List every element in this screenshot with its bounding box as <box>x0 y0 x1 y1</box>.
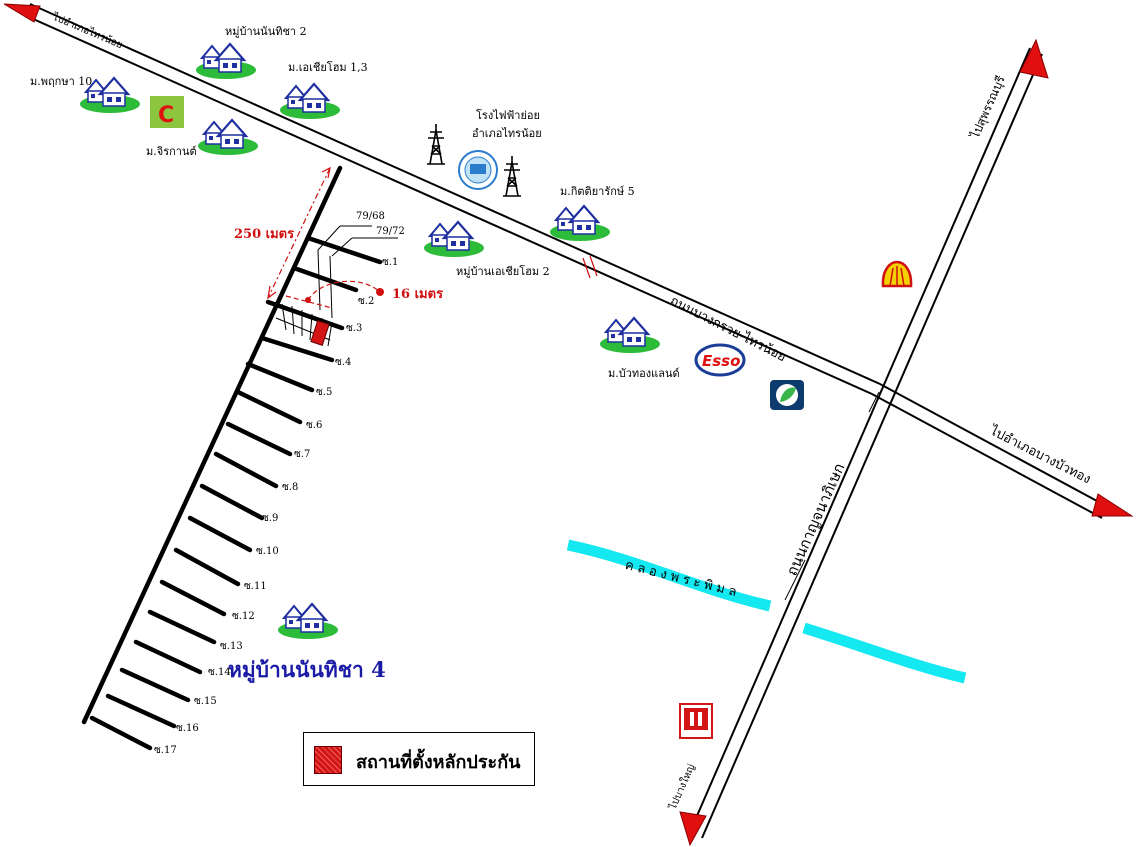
label-distance-250m: 250 เมตร <box>234 227 295 242</box>
arrow-to-suphanburi <box>1019 38 1049 79</box>
arrow-to-sai-noi <box>3 3 41 23</box>
house-icon <box>196 118 260 157</box>
road-kanchanaphisek <box>689 47 1043 839</box>
house-icon <box>422 220 486 259</box>
legend: สถานที่ตั้งหลักประกัน <box>303 732 535 786</box>
road-bang-kruai-sai-noi <box>21 3 1111 519</box>
collateral-plot <box>310 320 330 346</box>
soi-label: ซ.16 <box>176 723 199 734</box>
house-icon <box>276 602 340 641</box>
arrow-to-bang-yai <box>679 811 707 847</box>
power-tower-icon <box>426 123 446 165</box>
legend-label: สถานที่ตั้งหลักประกัน <box>356 752 521 773</box>
label-village-jiranan: ม.จิรกานต์ <box>146 145 197 158</box>
soi-label: ซ.13 <box>220 641 243 652</box>
soi-label: ซ.5 <box>316 387 333 398</box>
soi-label: ซ.9 <box>262 513 279 524</box>
soi-label: ซ.6 <box>306 420 323 431</box>
canal-phra-phimon <box>566 539 772 612</box>
svg-text:C: C <box>158 103 174 128</box>
soi-label: ซ.1 <box>382 257 399 268</box>
label-village-asia-home-13: ม.เอเชียโฮม 1,3 <box>288 61 368 74</box>
label-distance-16m: 16 เมตร <box>392 287 444 302</box>
label-house-no-1: 79/68 <box>356 211 385 222</box>
gas-station-logo-icon <box>770 380 804 410</box>
soi-label: ซ.15 <box>194 696 217 707</box>
legend-swatch <box>314 746 342 774</box>
dimension-16m <box>285 280 381 309</box>
soi-label: ซ.12 <box>232 611 255 622</box>
esso-logo-icon: Esso <box>694 343 746 377</box>
soi-label: ซ.2 <box>358 296 375 307</box>
soi-label: ซ.14 <box>208 667 231 678</box>
label-village-bua-thong-land: ม.บัวทองแลนด์ <box>608 367 680 380</box>
soi-label: ซ.7 <box>294 449 311 460</box>
label-power-plant-1: โรงไฟฟ้าย่อย <box>476 109 540 122</box>
soi-label: ซ.10 <box>256 546 279 557</box>
house-icon <box>194 42 258 81</box>
label-house-no-2: 79/72 <box>376 226 405 237</box>
soi-label: ซ.11 <box>244 581 267 592</box>
soi-label: ซ.8 <box>282 482 299 493</box>
svg-text:Esso: Esso <box>702 352 740 370</box>
house-icon <box>598 316 662 355</box>
house-icon <box>548 204 612 243</box>
label-power-plant-2: อำเภอไทรน้อย <box>472 127 542 140</box>
soi-label: ซ.17 <box>154 745 177 756</box>
label-village-nanticha-2: หมู่บ้านนันทิชา 2 <box>225 25 307 38</box>
store-logo-icon: C <box>150 96 184 128</box>
house-icon <box>278 82 342 121</box>
shell-logo-icon <box>881 260 913 288</box>
canal-phra-phimon-east <box>802 622 967 684</box>
label-village-pruksa-10: ม.พฤกษา 10 <box>30 75 93 88</box>
label-village-nanticha-4: หมู่บ้านนันทิชา 4 <box>228 657 386 682</box>
store-logo-icon <box>679 703 713 739</box>
arrow-to-bang-bua-thong <box>1091 493 1134 517</box>
dimension-250m <box>267 166 331 300</box>
label-village-kittiyarak-5: ม.กิตติยารักษ์ 5 <box>560 185 635 198</box>
soi-label: ซ.4 <box>335 357 352 368</box>
village-road-network <box>81 165 383 751</box>
soi-label: ซ.3 <box>346 323 363 334</box>
egat-seal-icon <box>458 150 498 190</box>
label-village-asia-home-2: หมู่บ้านเอเชียโฮม 2 <box>456 265 550 278</box>
power-tower-icon <box>502 155 522 197</box>
